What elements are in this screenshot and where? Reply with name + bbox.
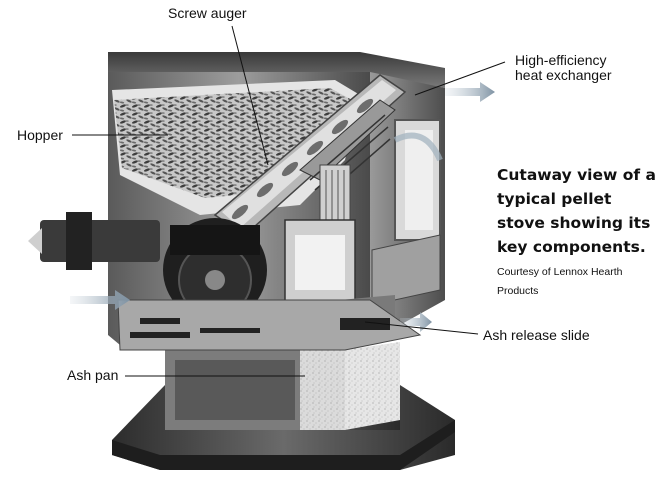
caption-line-2: typical pellet [497, 190, 612, 208]
credit-line-2: Products [497, 285, 539, 297]
label-ash-release-slide: Ash release slide [483, 327, 590, 343]
label-heat-exchanger-line1: High-efficiency [515, 52, 607, 68]
credit-line-1: Courtesy of Lennox Hearth [497, 266, 623, 278]
label-heat-exchanger-line2: heat exchanger [515, 67, 612, 83]
caption-line-4: key components. [497, 238, 646, 256]
leader-screw-auger [231, 25, 269, 166]
control-shelf [117, 299, 422, 351]
combustion-blower [28, 212, 267, 322]
label-ash-pan: Ash pan [67, 367, 119, 383]
label-screw-auger: Screw auger [168, 5, 247, 21]
caption-line-3: stove showing its [497, 214, 651, 232]
screw-auger [213, 74, 407, 236]
label-hopper: Hopper [17, 127, 63, 143]
caption-line-1: Cutaway view of a [497, 166, 656, 184]
image-credit: Courtesy of Lennox Hearth Products [497, 263, 647, 301]
leader-ash-release-slide [364, 321, 479, 335]
leader-heat-exchanger [414, 61, 506, 96]
airflow-arrows [70, 82, 495, 332]
ash-pan [165, 342, 400, 430]
figure-caption: Cutaway view of a typical pellet stove s… [497, 163, 657, 259]
leader-lines [72, 25, 506, 377]
ash-release-slide [340, 318, 390, 330]
